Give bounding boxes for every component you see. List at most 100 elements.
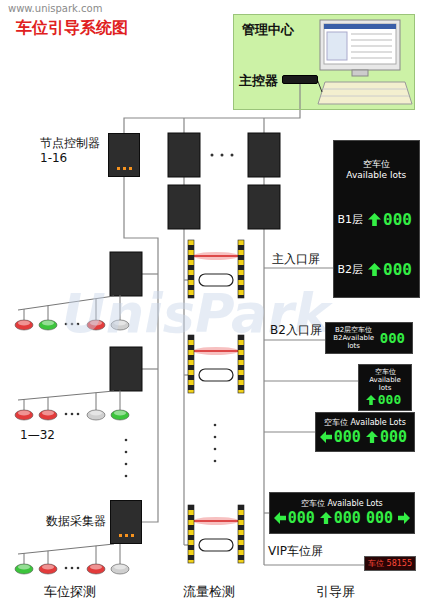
parking-sensor	[15, 564, 33, 574]
guide-screen: 空车位 Available Lots000 000	[315, 412, 415, 452]
loop-coil	[199, 369, 233, 381]
sensor-highlight	[114, 565, 126, 570]
text-row: 空车位 Available Lots	[320, 418, 410, 427]
node-text: 000	[383, 210, 412, 229]
node-text: 管理中心	[242, 21, 294, 39]
sensor-wire	[48, 397, 49, 410]
text-row: B2层空车位 B2Available lots000	[330, 326, 408, 350]
ellipsis-dot	[65, 413, 68, 416]
b2-entrance-screen: B2层空车位 B2Available lots000	[325, 322, 413, 354]
ellipsis-dot	[71, 413, 74, 416]
node-text: 空车位 Available lots	[363, 368, 407, 392]
arrow-shape	[274, 512, 286, 524]
sensor-bus	[18, 544, 114, 554]
arrow-icon	[366, 431, 378, 443]
sensor-wire	[96, 546, 97, 564]
arrow-shape	[366, 395, 376, 405]
node-text: 空车位 Available Lots	[277, 499, 407, 508]
sensor-wire	[24, 553, 25, 564]
node-text: 000	[380, 428, 407, 446]
node-text: 000	[380, 330, 405, 346]
beam-glow	[193, 347, 239, 355]
detector-post	[238, 505, 244, 563]
beam-glow	[193, 252, 239, 260]
node-text: 空车位 Available lots	[342, 159, 410, 180]
node-text: 车位 58155	[368, 558, 412, 569]
arrow-icon	[368, 213, 381, 226]
sensor-wire	[120, 390, 121, 410]
sensor-highlight	[114, 411, 126, 416]
connector	[124, 177, 158, 522]
node-text: B2层空车位 B2Available lots	[330, 326, 378, 350]
arrow-icon	[366, 395, 376, 405]
panel-ground	[233, 14, 415, 110]
main-controller: 主控器	[282, 75, 318, 84]
detector-wire	[184, 279, 188, 280]
main-entrance-screen: 空车位 Available lotsB1层000B2层000	[333, 140, 420, 298]
guide-screen: 空车位 Available Lots000000000	[269, 492, 415, 534]
node-text: 000	[378, 392, 401, 407]
text-row: 空车位 Available Lots	[274, 499, 410, 508]
text-row: 000 000	[320, 428, 410, 446]
text-row: 管理中心	[242, 21, 406, 39]
text-row: B2层 000	[338, 260, 415, 279]
sensor-highlight	[42, 321, 54, 326]
arrow-icon	[274, 512, 286, 524]
led-strip	[119, 534, 135, 537]
label-text: 1—32	[20, 428, 55, 442]
url-watermark: www.unispark.com	[8, 3, 102, 14]
detector-beam	[194, 520, 238, 522]
sensor-highlight	[18, 411, 30, 416]
arrow-shape	[398, 512, 410, 524]
arrow-icon	[398, 512, 410, 524]
node-text: 000	[366, 509, 393, 527]
parking-sensor	[87, 410, 105, 420]
sensor-highlight	[18, 321, 30, 326]
parking-sensor	[39, 564, 57, 574]
label-text: 车位探测	[44, 583, 96, 601]
arrow-shape	[320, 431, 332, 443]
text-row: 000000000	[274, 509, 410, 527]
arrow-icon	[320, 512, 332, 524]
sensor-highlight	[42, 565, 54, 570]
sensor-wire	[96, 393, 97, 410]
data-collector: 数据采集器	[110, 500, 142, 544]
arrow-icon	[368, 263, 381, 276]
vip-screen: 车位 58155	[364, 556, 416, 571]
arrow-icon	[320, 431, 332, 443]
sensor-wire	[24, 309, 25, 320]
text-row: 车位 58155	[368, 558, 412, 569]
management-panel: 管理中心主控器	[233, 14, 415, 110]
node-text: 主控器	[239, 72, 278, 90]
loop-coil	[199, 539, 233, 551]
arrow-shape	[368, 213, 381, 226]
ellipsis-dot	[65, 567, 68, 570]
parking-sensor	[87, 564, 105, 574]
led-strip	[117, 167, 133, 170]
node-text: 000	[334, 428, 361, 446]
parking-sensor	[39, 320, 57, 330]
ellipsis-dot	[71, 567, 74, 570]
detector-beam	[194, 255, 238, 257]
label-text: 流量检测	[183, 583, 235, 601]
detector-beam	[194, 350, 238, 352]
sensor-highlight	[18, 565, 30, 570]
node-text: 数据采集器	[46, 513, 106, 530]
label-text: B2入口屏	[270, 322, 322, 339]
text-row: 000	[363, 392, 407, 407]
arrow-shape	[366, 431, 378, 443]
text-row: B1层 000	[338, 210, 415, 229]
label-text: 引导屏	[316, 583, 355, 601]
node-text: B2层	[338, 262, 364, 277]
beam-glow	[193, 517, 239, 525]
sensor-highlight	[90, 411, 102, 416]
parking-sensor	[39, 410, 57, 420]
node-text: 000	[383, 260, 412, 279]
node-text: 节点控制器 1-16	[40, 136, 104, 166]
node-text: B1层	[338, 212, 364, 227]
sensor-wire	[48, 306, 49, 320]
guide-screen: 空车位 Available lots000	[358, 364, 412, 411]
parking-sensor	[111, 564, 129, 574]
arrow-shape	[320, 512, 332, 524]
